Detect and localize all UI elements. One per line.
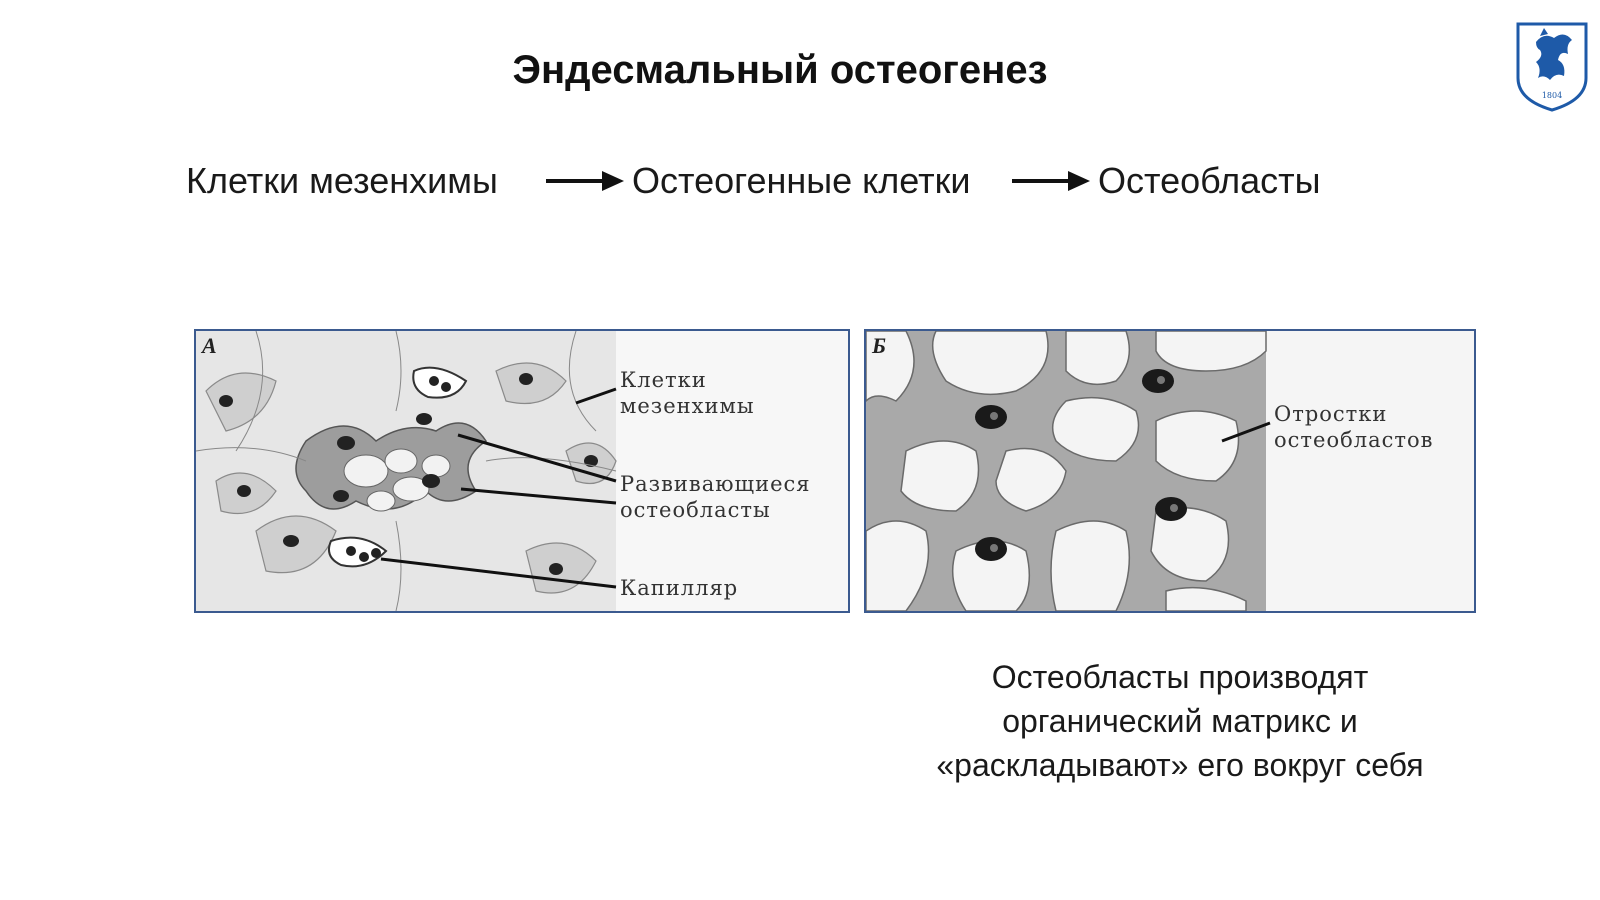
flow-step-osteogenic: Остеогенные клетки (632, 160, 971, 201)
caption-line-2: органический матрикс и (1002, 703, 1358, 739)
label-osteoblast-processes: Отростки остеобластов (1274, 402, 1434, 452)
panel-letter-b: Б (872, 333, 886, 358)
caption-line-1: Остеобласты производят (991, 659, 1369, 695)
label-developing-osteoblasts: Развивающиеся остеобласты (620, 472, 811, 522)
flow-step-mesenchyme: Клетки мезенхимы (186, 160, 498, 201)
differentiation-flow: Клетки мезенхимы Остеогенные клетки Осте… (0, 160, 1600, 204)
osteoblasts-illustration (866, 331, 1474, 611)
right-arrow-icon (1012, 171, 1090, 191)
right-arrow-icon (546, 171, 624, 191)
illustration-panel-b: Б Отростки остеобластов (864, 329, 1476, 613)
mesenchyme-illustration (196, 331, 848, 611)
label-capillary: Капилляр (620, 576, 739, 600)
logo-year: 1804 (1542, 91, 1562, 100)
university-logo: 1804 (1514, 20, 1590, 112)
flow-step-osteoblasts: Остеобласты (1098, 160, 1321, 201)
label-mesenchyme: Клетки мезенхимы (620, 368, 755, 418)
leader-line (1221, 421, 1271, 443)
panel-letter-a: А (202, 333, 217, 358)
caption: Остеобласты производят органический матр… (880, 655, 1480, 787)
page-title: Эндесмальный остеогенез (512, 48, 1048, 92)
illustration-panel-a: А Клетки мезенхимы Развивающиеся остеобл… (194, 329, 850, 613)
griffin-emblem-icon: 1804 (1516, 22, 1588, 112)
caption-line-3: «раскладывают» его вокруг себя (936, 747, 1424, 783)
